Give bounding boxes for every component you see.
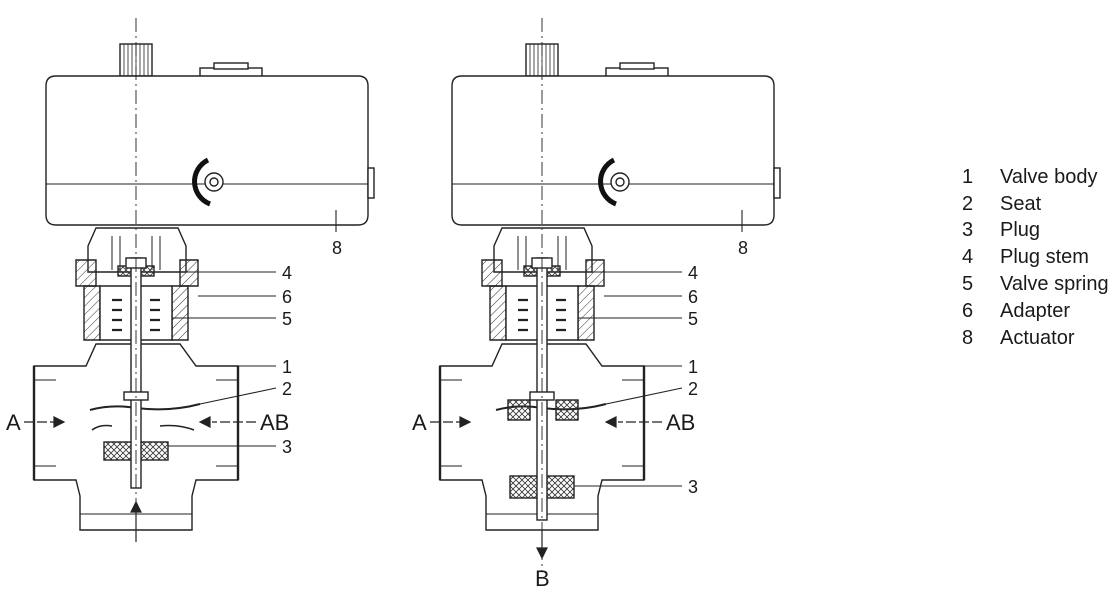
legend-label: Actuator <box>1000 326 1075 349</box>
valve-view-right <box>430 18 781 572</box>
valve-spring <box>112 298 160 332</box>
callout-leaders <box>562 210 743 487</box>
manual-override-icon <box>610 172 630 192</box>
callout-6-right: 6 <box>688 287 698 307</box>
callout-3-left: 3 <box>282 437 292 457</box>
actuator <box>45 43 375 226</box>
legend-item: 4 Plug stem <box>962 244 1118 271</box>
legend-number: 2 <box>962 192 974 215</box>
port-label-a-left: A <box>6 410 21 435</box>
legend-label: Adapter <box>1000 299 1071 322</box>
valve-view-right-labels: 8 4 6 5 1 2 3 A AB B <box>412 238 748 591</box>
legend-item: 8 Actuator <box>962 325 1118 352</box>
legend-label: Plug stem <box>1000 246 1089 269</box>
port-label-b-right: B <box>535 566 550 591</box>
callout-8-left: 8 <box>332 238 342 258</box>
legend-number: 1 <box>962 165 974 188</box>
flow-arrows <box>430 416 662 560</box>
legend-number: 3 <box>962 219 974 242</box>
port-label-a-right: A <box>412 410 427 435</box>
callout-5-left: 5 <box>282 309 292 329</box>
callout-1-right: 1 <box>688 357 698 377</box>
callout-1-left: 1 <box>282 357 292 377</box>
callout-8-right: 8 <box>738 238 748 258</box>
valve-spring <box>518 298 566 332</box>
legend-item: 2 Seat <box>962 191 1118 218</box>
legend-label: Valve spring <box>1000 273 1109 296</box>
actuator-housing <box>451 75 775 226</box>
manual-override-icon <box>204 172 224 192</box>
legend-number: 8 <box>962 326 974 349</box>
callout-6-left: 6 <box>282 287 292 307</box>
port-label-ab-left: AB <box>260 410 289 435</box>
legend-item: 5 Valve spring <box>962 271 1118 298</box>
legend-label: Plug <box>1000 219 1041 242</box>
port-label-ab-right: AB <box>666 410 695 435</box>
callout-4-right: 4 <box>688 263 698 283</box>
callout-leaders <box>156 210 337 447</box>
legend-label: Valve body <box>1000 165 1098 188</box>
parts-legend: 1 Valve body 2 Seat 3 Plug 4 Plug stem 5… <box>962 164 1118 352</box>
legend-item: 3 Plug <box>962 218 1118 245</box>
adapter <box>481 227 605 287</box>
legend-number: 4 <box>962 246 974 269</box>
actuator-housing <box>45 75 369 226</box>
callout-2-left: 2 <box>282 379 292 399</box>
callout-3-right: 3 <box>688 477 698 497</box>
legend-number: 6 <box>962 299 974 322</box>
callout-5-right: 5 <box>688 309 698 329</box>
actuator <box>451 43 781 226</box>
legend-number: 5 <box>962 273 974 296</box>
valve-view-left-labels: 8 4 6 5 1 2 3 A AB <box>6 238 342 457</box>
valve-view-left <box>24 18 375 542</box>
legend-item: 6 Adapter <box>962 298 1118 325</box>
legend-item: 1 Valve body <box>962 164 1118 191</box>
flow-arrows <box>24 416 256 542</box>
callout-2-right: 2 <box>688 379 698 399</box>
callout-4-left: 4 <box>282 263 292 283</box>
legend-label: Seat <box>1000 192 1042 215</box>
